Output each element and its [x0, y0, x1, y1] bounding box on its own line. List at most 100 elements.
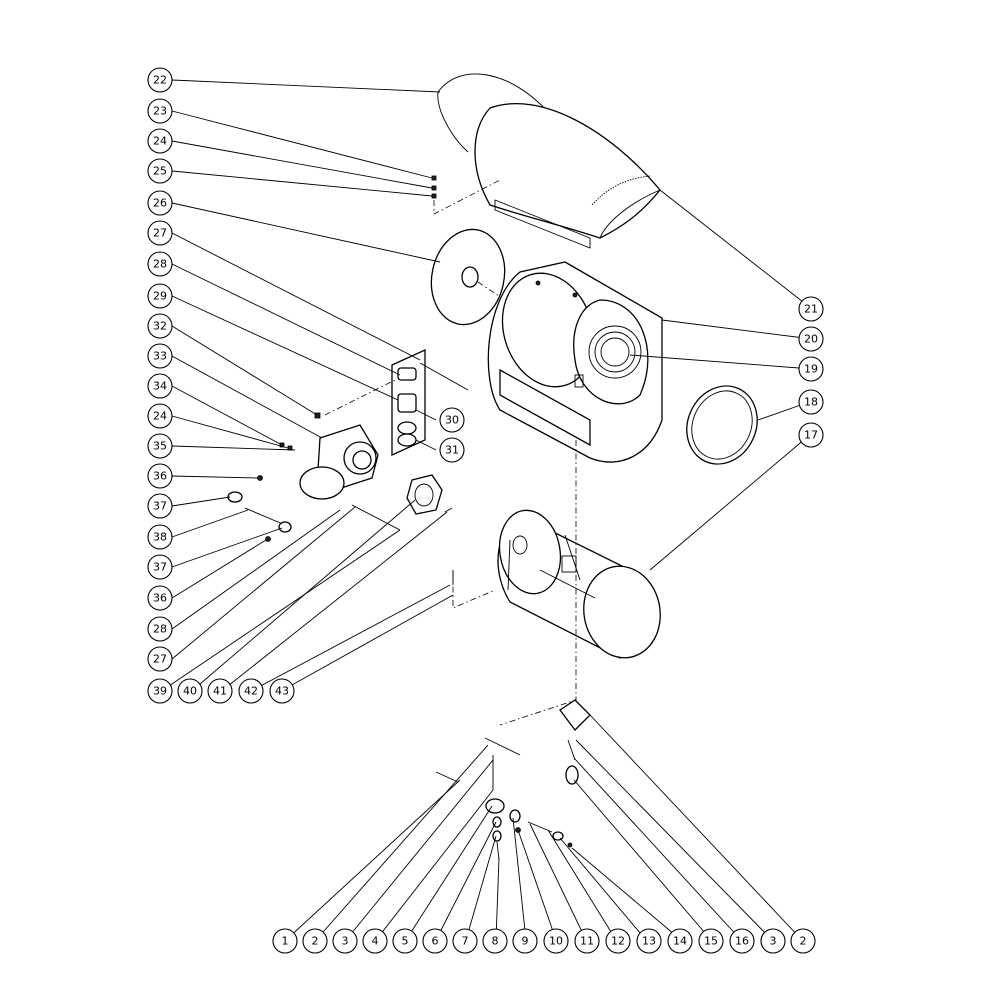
- callout-38: 38: [147, 524, 173, 550]
- parts-4-16-lower-assembly: [435, 737, 573, 861]
- svg-text:16: 16: [735, 935, 749, 948]
- svg-text:10: 10: [549, 935, 563, 948]
- callout-11: 11: [574, 928, 600, 954]
- callout-37: 37: [147, 493, 173, 519]
- callout-36: 36: [147, 463, 173, 489]
- callout-27-second: 27: [147, 646, 173, 672]
- svg-text:13: 13: [642, 935, 656, 948]
- svg-text:36: 36: [153, 470, 167, 483]
- svg-text:25: 25: [153, 165, 167, 178]
- svg-text:37: 37: [153, 561, 167, 574]
- parts-drawing: [227, 73, 758, 861]
- svg-text:35: 35: [153, 440, 167, 453]
- callout-36-second: 36: [147, 585, 173, 611]
- svg-text:7: 7: [462, 935, 469, 948]
- callout-17: 17: [798, 422, 824, 448]
- callout-4: 4: [362, 928, 388, 954]
- callout-10: 10: [543, 928, 569, 954]
- svg-text:43: 43: [275, 685, 289, 698]
- svg-text:28: 28: [153, 623, 167, 636]
- callout-22: 22: [147, 67, 173, 93]
- callout-43: 43: [269, 678, 295, 704]
- svg-text:39: 39: [153, 685, 167, 698]
- svg-text:42: 42: [244, 685, 258, 698]
- svg-text:22: 22: [153, 74, 167, 87]
- svg-text:26: 26: [153, 197, 167, 210]
- callout-9: 9: [512, 928, 538, 954]
- svg-text:40: 40: [183, 685, 197, 698]
- part-2-bracket: [559, 699, 591, 785]
- callout-29: 29: [147, 283, 173, 309]
- callout-41: 41: [207, 678, 233, 704]
- svg-text:2: 2: [312, 935, 319, 948]
- callout-6: 6: [422, 928, 448, 954]
- callout-2: 2: [302, 928, 328, 954]
- callout-19: 19: [798, 356, 824, 382]
- part-33-gas-valve: [279, 424, 379, 500]
- svg-text:5: 5: [402, 935, 409, 948]
- part-39-40-screws: [351, 504, 453, 531]
- svg-text:11: 11: [580, 935, 594, 948]
- part-20-combustion-chamber: [487, 261, 663, 463]
- callout-37-second: 37: [147, 554, 173, 580]
- svg-text:9: 9: [522, 935, 529, 948]
- svg-text:2: 2: [800, 935, 807, 948]
- svg-text:8: 8: [492, 935, 499, 948]
- svg-text:14: 14: [673, 935, 687, 948]
- callout-25: 25: [147, 158, 173, 184]
- svg-text:41: 41: [213, 685, 227, 698]
- svg-text:6: 6: [432, 935, 439, 948]
- svg-text:3: 3: [770, 935, 777, 948]
- leader-lines: [162, 79, 813, 941]
- svg-text:24: 24: [153, 135, 167, 148]
- callout-30: 30: [439, 407, 465, 433]
- svg-text:21: 21: [804, 303, 818, 316]
- callout-34: 34: [147, 373, 173, 399]
- callout-20: 20: [798, 326, 824, 352]
- callout-8: 8: [482, 928, 508, 954]
- part-27-28-rod: [419, 362, 469, 391]
- svg-text:27: 27: [153, 653, 167, 666]
- svg-text:34: 34: [153, 380, 167, 393]
- callout-bubbles: 22 23 24 25 26 27 28 29 32 33 34 24 35 3…: [147, 67, 824, 954]
- part-17-base-cylinder: [497, 509, 661, 659]
- callout-35: 35: [147, 433, 173, 459]
- callout-7: 7: [452, 928, 478, 954]
- assembly-axis-main: [499, 440, 577, 726]
- svg-text:12: 12: [611, 935, 625, 948]
- part-22-trim-strip-tail: [437, 91, 469, 153]
- callout-21: 21: [798, 296, 824, 322]
- callout-3-second: 3: [760, 928, 786, 954]
- part-18-lens: [686, 385, 758, 465]
- part-21-top-housing: [474, 103, 661, 249]
- svg-text:3: 3: [342, 935, 349, 948]
- svg-text:1: 1: [282, 935, 289, 948]
- svg-text:19: 19: [804, 363, 818, 376]
- assembly-axis-side: [452, 573, 496, 609]
- callout-24: 24: [147, 128, 173, 154]
- callout-27: 27: [147, 220, 173, 246]
- callout-28-second: 28: [147, 616, 173, 642]
- callout-28: 28: [147, 251, 173, 277]
- callout-31: 31: [439, 437, 465, 463]
- callout-16: 16: [729, 928, 755, 954]
- svg-text:4: 4: [372, 935, 379, 948]
- svg-text:24: 24: [153, 410, 167, 423]
- svg-text:31: 31: [445, 444, 459, 457]
- svg-text:33: 33: [153, 350, 167, 363]
- svg-text:15: 15: [704, 935, 718, 948]
- svg-text:17: 17: [804, 429, 818, 442]
- callout-42: 42: [238, 678, 264, 704]
- callout-2-second: 2: [790, 928, 816, 954]
- callout-14: 14: [667, 928, 693, 954]
- callout-39: 39: [147, 678, 173, 704]
- svg-text:38: 38: [153, 531, 167, 544]
- callout-33: 33: [147, 343, 173, 369]
- callout-1: 1: [272, 928, 298, 954]
- callout-5: 5: [392, 928, 418, 954]
- svg-text:29: 29: [153, 290, 167, 303]
- callout-23: 23: [147, 98, 173, 124]
- svg-text:27: 27: [153, 227, 167, 240]
